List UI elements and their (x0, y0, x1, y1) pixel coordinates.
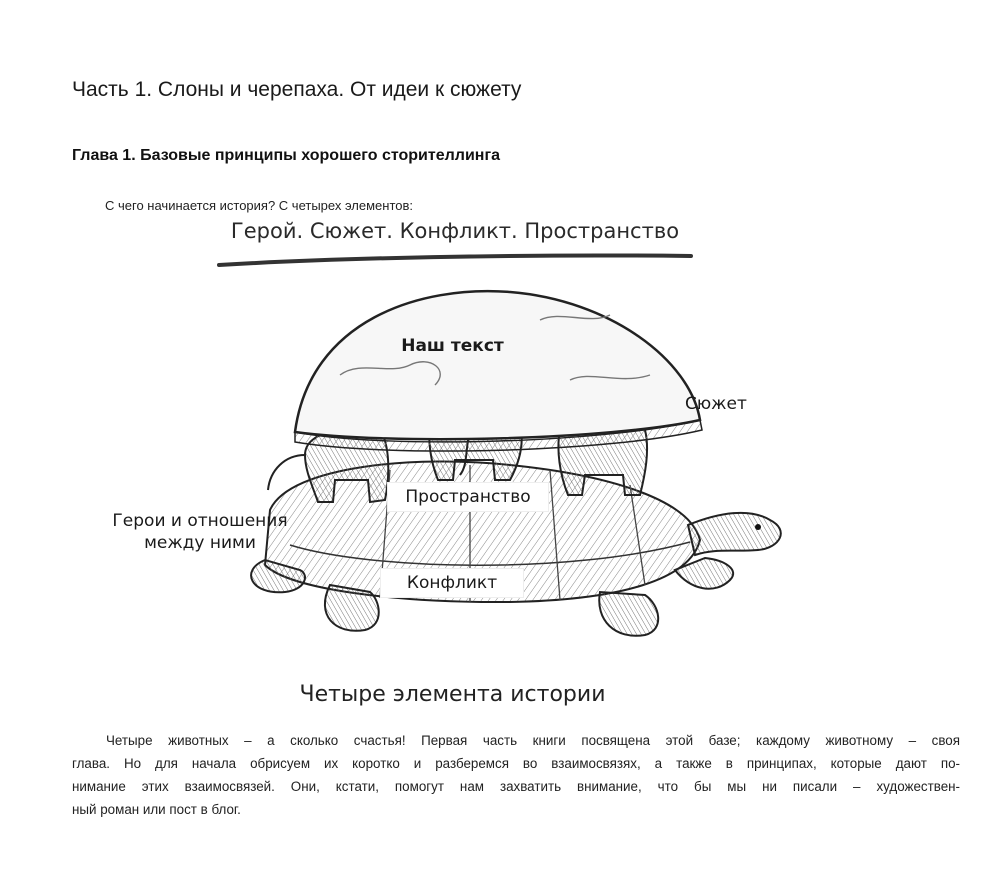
label-plot: Сюжет (685, 394, 747, 414)
body-line: Четыре животных – а сколько счастья! Пер… (106, 733, 960, 748)
figure-title: Герой. Сюжет. Конфликт. Пространство (230, 219, 680, 243)
label-our-text: Наш текст (401, 336, 504, 356)
label-conflict: Конфликт (381, 569, 523, 597)
label-space: Пространство (388, 483, 548, 511)
body-line: глава. Но для начала обрисуем их коротко… (72, 756, 960, 771)
label-heroes-line1: Герои и отношения (112, 511, 288, 531)
figure-caption: Четыре элемента истории (299, 682, 606, 707)
label-heroes-line2: между ними (144, 533, 256, 553)
title-underline (217, 253, 693, 267)
body-paragraph: Четыре животных – а сколько счастья! Пер… (72, 729, 960, 821)
intro-text: С чего начинается история? С четырех эле… (105, 198, 414, 213)
body-line: нимание этих взаимосвязей. Они, кстати, … (72, 779, 960, 794)
chapter-title: Глава 1. Базовые принципы хорошего стори… (72, 147, 500, 164)
turtle-elephants-illustration (250, 289, 782, 637)
part-title: Часть 1. Слоны и черепаха. От идеи к сюж… (72, 78, 522, 101)
body-line: ный роман или пост в блог. (72, 802, 241, 817)
label-heroes: Герои и отношения между ними (100, 510, 300, 554)
